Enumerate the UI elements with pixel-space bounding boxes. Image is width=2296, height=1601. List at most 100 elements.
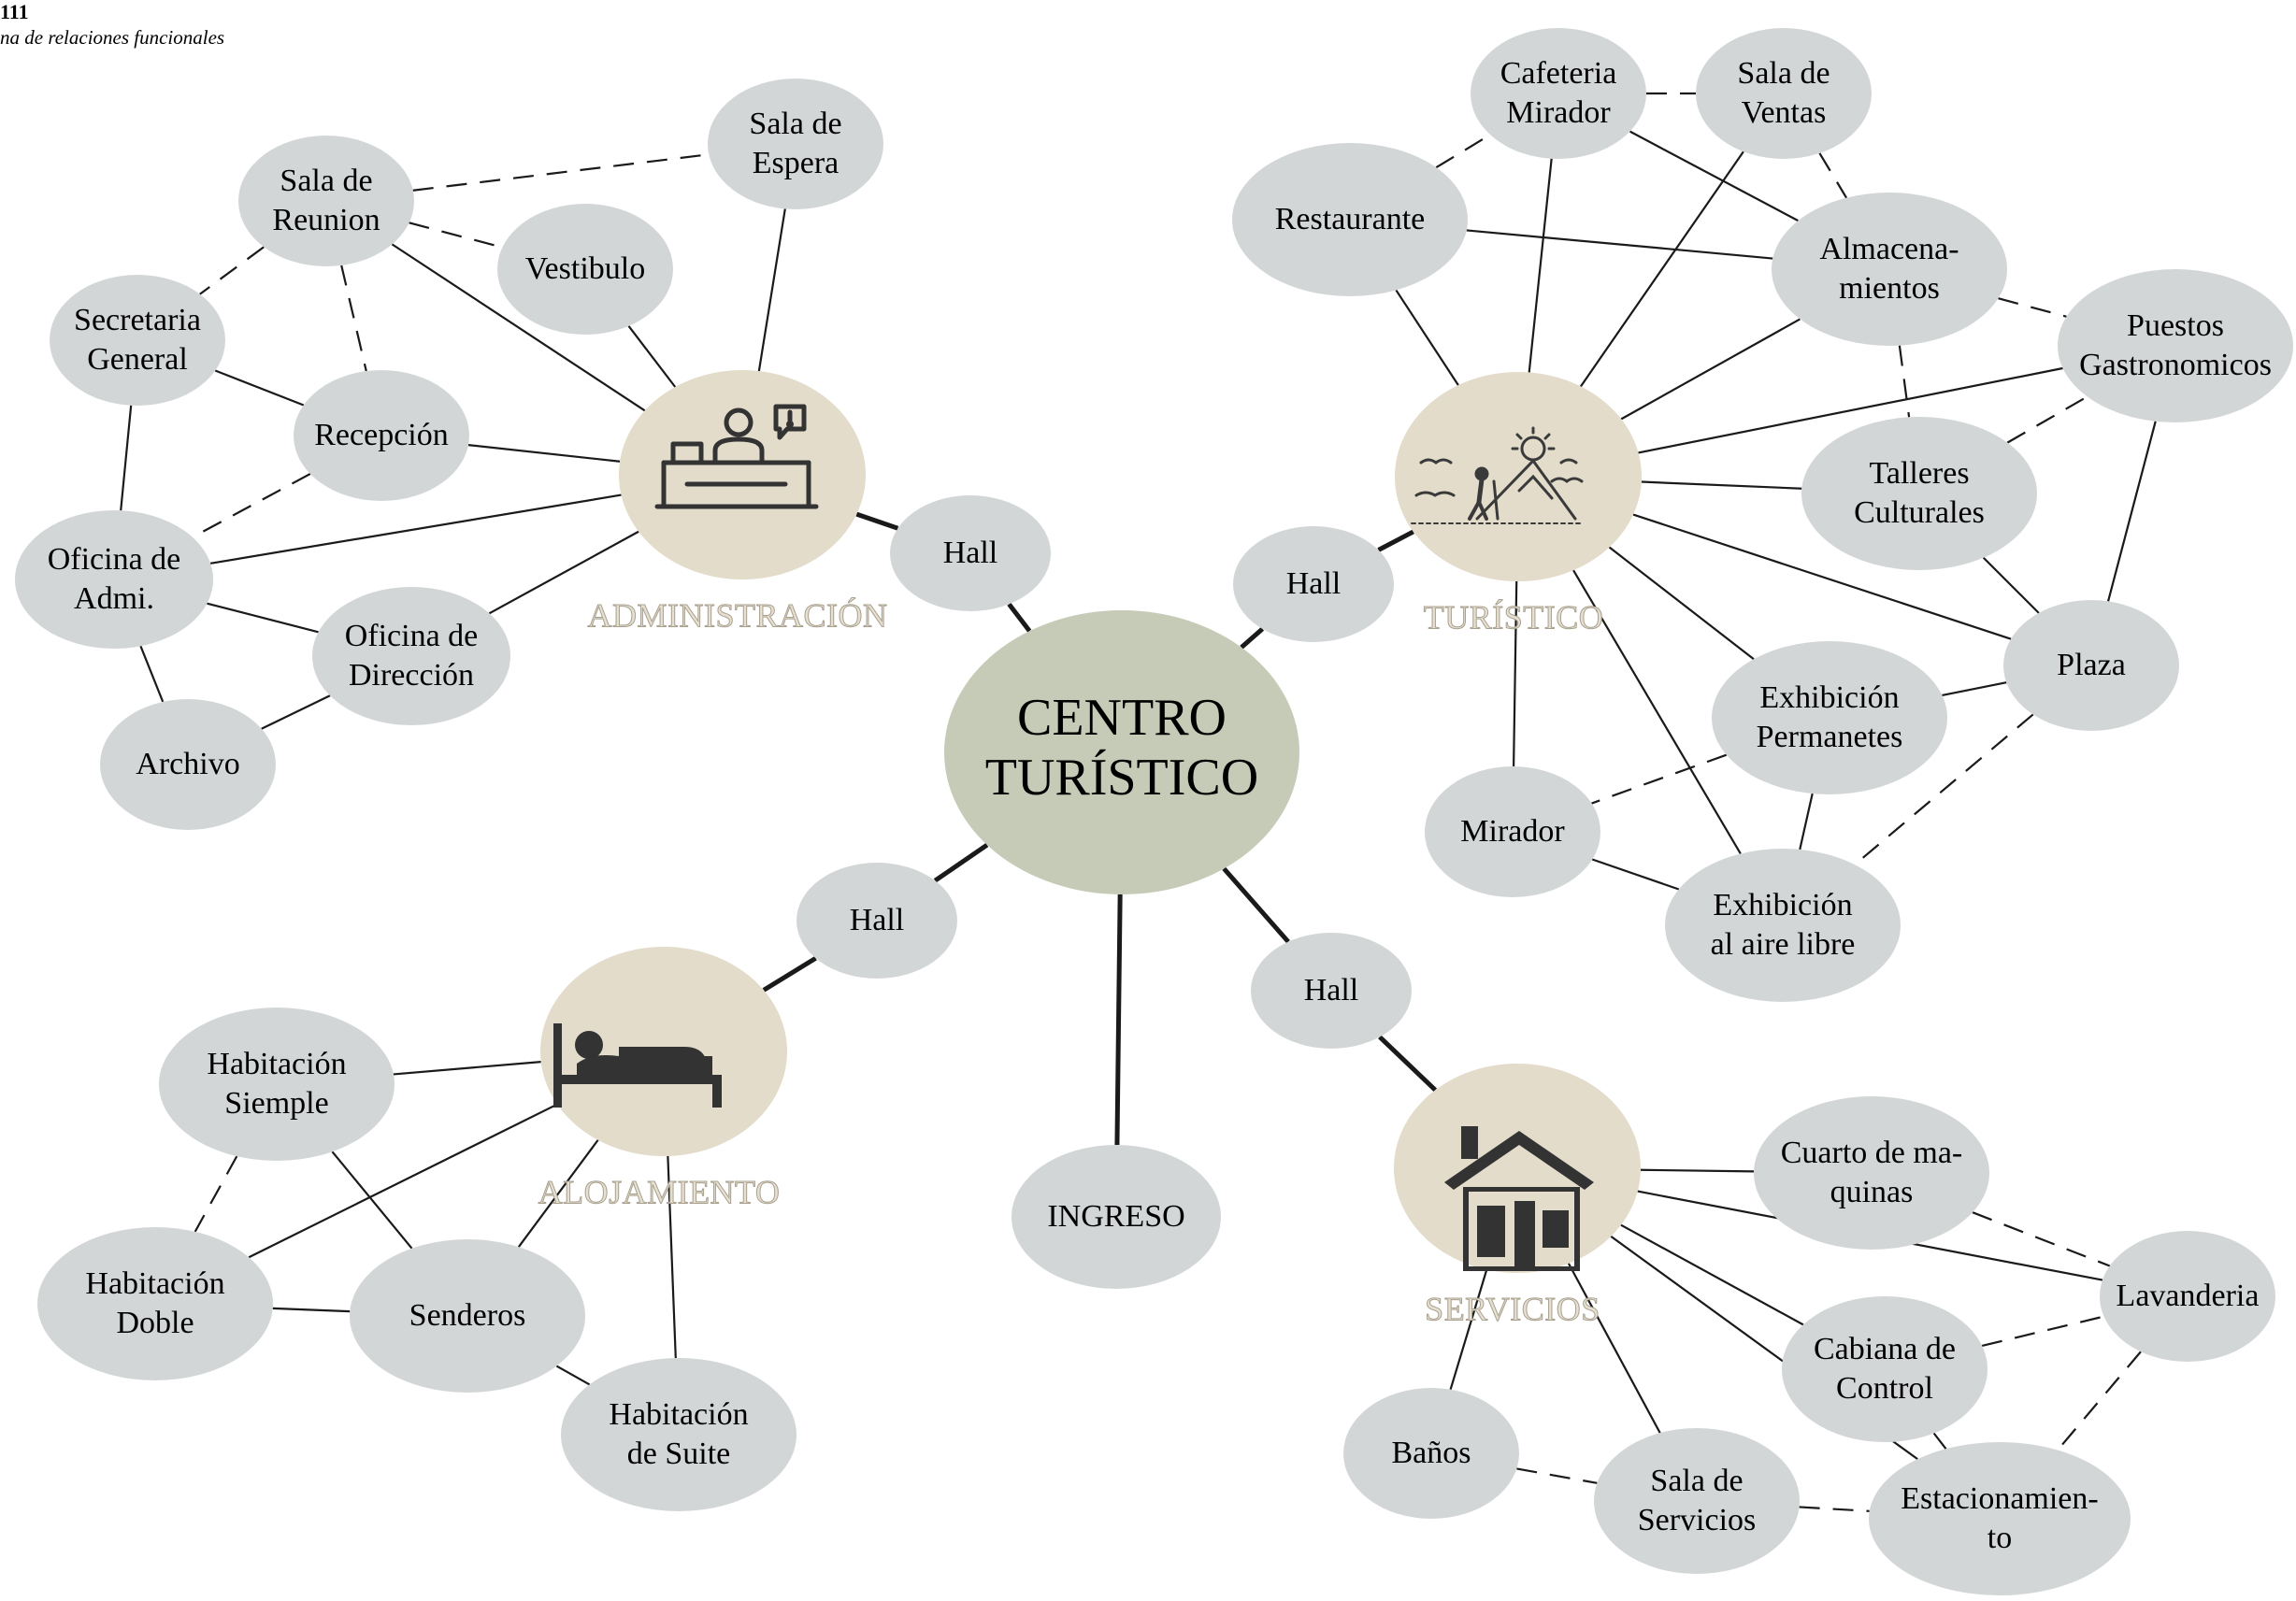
- restaurante-node: [1232, 143, 1468, 296]
- puestos-label-line: Gastronomicos: [2079, 348, 2272, 382]
- connection-restaurante-cafeteria: [1435, 134, 1491, 169]
- sala-ventas-label-line: Ventas: [1742, 95, 1827, 130]
- connection-hab-doble-senderos: [272, 1307, 351, 1313]
- connection-administracion-oficina-admi: [209, 493, 622, 565]
- cafeteria-label-line: Cafeteria: [1500, 56, 1617, 91]
- exhibicion-perm-label-line: Permanetes: [1757, 720, 1903, 754]
- hall-servicios-node: [1251, 933, 1412, 1049]
- recepcion-node: [294, 370, 469, 501]
- connection-secretaria-recepcion: [214, 369, 305, 407]
- hab-simple-label-line: Siemple: [224, 1086, 328, 1121]
- ingreso-label: INGRESO: [1047, 1199, 1184, 1234]
- hab-simple-label-line: Habitación: [207, 1047, 346, 1081]
- connection-senderos-hab-suite: [555, 1365, 591, 1386]
- archivo-label-line: Archivo: [136, 747, 239, 781]
- connection-sala-servicios-estacionamiento: [1799, 1506, 1870, 1512]
- sala-espera-node: [708, 79, 883, 209]
- connection-turistico-mirador: [1513, 580, 1518, 767]
- connection-administracion-recepcion: [467, 444, 621, 463]
- estacionamiento-node: [1869, 1442, 2131, 1595]
- house-tools-icon: [1444, 1126, 1594, 1271]
- connection-secretaria-oficina-admi: [120, 405, 133, 511]
- almacenamientos-node: [1772, 193, 2007, 346]
- cafeteria-label-line: Mirador: [1506, 95, 1611, 130]
- exhibicion-libre-node: [1665, 849, 1901, 1002]
- connection-center-hall-turistico: [1240, 627, 1265, 650]
- connection-administracion-sala-reunion: [391, 243, 646, 412]
- connection-cuarto-maquinas-lavanderia: [1972, 1211, 2111, 1267]
- connection-oficina-direccion-archivo: [261, 694, 331, 730]
- secretaria-label-line: Secretaria: [74, 303, 201, 337]
- sala-ventas-label-line: Sala de: [1737, 56, 1830, 91]
- talleres-label-line: Culturales: [1854, 495, 1985, 530]
- connection-sala-ventas-almacenamientos: [1818, 152, 1848, 199]
- connection-alojamiento-senderos: [517, 1139, 599, 1248]
- mirador-label-line: Mirador: [1460, 814, 1565, 849]
- banos-label-line: Baños: [1392, 1436, 1471, 1470]
- hall-turistico-label: Hall: [1286, 566, 1342, 601]
- bed-icon: [553, 1023, 722, 1108]
- hall-turistico-node: [1233, 526, 1394, 642]
- connection-almacenamientos-talleres: [1898, 345, 1911, 418]
- connection-servicios-cabina-control: [1620, 1223, 1804, 1326]
- oficina-direccion-label-line: Oficina de: [345, 619, 479, 653]
- connection-hall-turistico-turistico: [1377, 529, 1414, 552]
- connection-mirador-exhibicion-libre: [1591, 858, 1680, 891]
- connection-cafeteria-almacenamientos: [1629, 130, 1799, 222]
- figure-number: 111: [0, 0, 29, 23]
- connection-sala-reunion-sala-espera: [412, 153, 710, 192]
- connection-sala-reunion-secretaria: [199, 246, 265, 295]
- cafeteria-node: [1471, 28, 1646, 159]
- connection-servicios-sala-servicios: [1567, 1263, 1661, 1434]
- oficina-admi-node: [15, 510, 213, 649]
- connection-sala-reunion-recepcion: [340, 264, 367, 372]
- exhibicion-libre-label-line: al aire libre: [1711, 927, 1856, 962]
- puestos-node: [2058, 269, 2293, 422]
- lavanderia-node: [2100, 1231, 2275, 1362]
- almacenamientos-label-line: mientos: [1839, 271, 1940, 306]
- almacenamientos-label-line: Almacena-: [1819, 232, 1959, 266]
- cuarto-maquinas-node: [1754, 1096, 1989, 1250]
- connection-administracion-sala-espera: [757, 208, 786, 372]
- plaza-label-line: Plaza: [2057, 648, 2126, 682]
- hiker-mountain-icon: [1411, 426, 1584, 524]
- connection-plaza-exhibicion-perm: [1942, 681, 2007, 696]
- exhibicion-perm-node: [1712, 641, 1947, 794]
- connection-turistico-puestos: [1638, 366, 2063, 454]
- administracion-zone-label: ADMINISTRACIÓN: [588, 596, 888, 634]
- connection-hall-admin-administracion: [855, 511, 899, 531]
- secretaria-node: [50, 275, 225, 406]
- connection-hall-servicios-servicios: [1378, 1035, 1438, 1093]
- oficina-admi-label-line: Admi.: [74, 581, 154, 616]
- hab-simple-node: [159, 1008, 395, 1161]
- hall-servicios-label: Hall: [1304, 973, 1359, 1008]
- hall-alojamiento-node: [796, 863, 957, 979]
- connection-hab-simple-senderos: [331, 1151, 413, 1250]
- secretaria-label-line: General: [87, 342, 188, 377]
- connection-center-ingreso: [1114, 893, 1123, 1146]
- sala-espera-label-line: Sala de: [749, 107, 841, 141]
- connection-alojamiento-hab-simple: [393, 1061, 541, 1076]
- sala-servicios-node: [1594, 1428, 1800, 1574]
- connection-center-hall-alojamiento: [933, 842, 989, 883]
- connection-turistico-exhibicion-libre: [1572, 569, 1742, 855]
- center-node: [944, 610, 1299, 894]
- connection-servicios-banos: [1449, 1269, 1488, 1391]
- connection-administracion-vestibulo: [627, 325, 677, 388]
- icons-layer: [553, 404, 1594, 1271]
- connection-cabina-control-lavanderia: [1981, 1315, 2104, 1347]
- connection-servicios-cuarto-maquinas: [1640, 1168, 1755, 1173]
- connection-turistico-talleres: [1641, 480, 1802, 490]
- connection-hall-alojamiento-alojamiento: [762, 956, 817, 993]
- cuarto-maquinas-label-line: Cuarto de ma-: [1781, 1136, 1963, 1170]
- connection-administracion-oficina-direccion: [488, 530, 639, 615]
- oficina-admi-label-line: Oficina de: [48, 542, 181, 577]
- connection-turistico-almacenamientos: [1620, 318, 1801, 421]
- connection-oficina-admi-archivo: [139, 645, 165, 703]
- turistico-zone-label: TURÍSTICO: [1424, 598, 1604, 636]
- mirador-node: [1425, 766, 1600, 897]
- estacionamiento-label-line: Estacionamien-: [1901, 1481, 2098, 1516]
- hall-alojamiento-label: Hall: [850, 903, 905, 937]
- connection-exhibicion-perm-mirador: [1591, 753, 1728, 805]
- alojamiento-zone-label: ALOJAMIENTO: [538, 1173, 781, 1210]
